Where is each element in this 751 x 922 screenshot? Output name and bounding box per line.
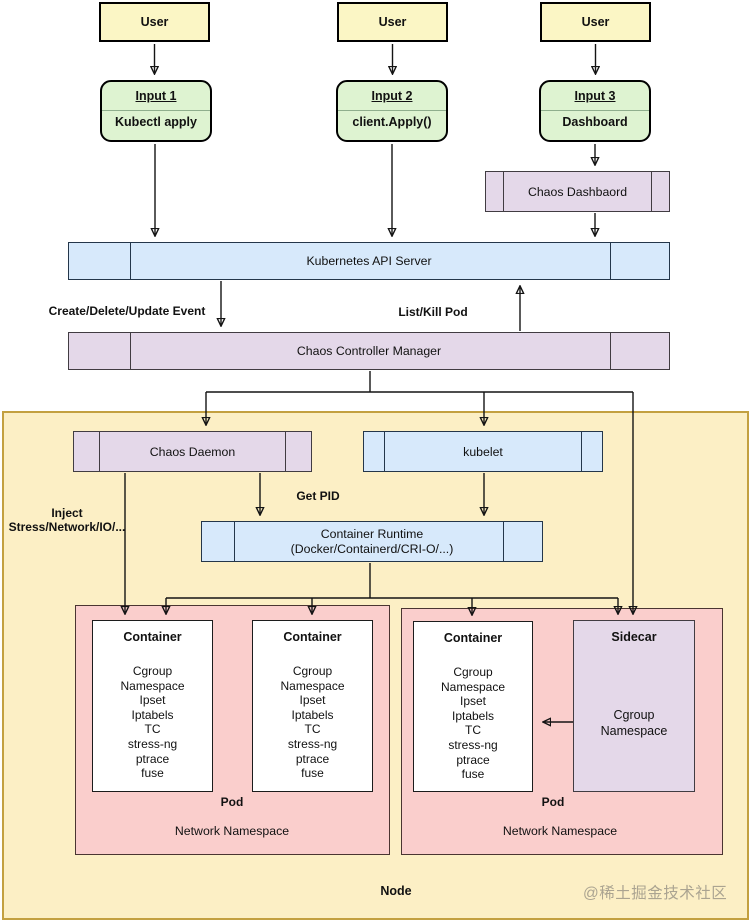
container-item: Cgroup <box>453 665 493 679</box>
watermark: @稀土掘金技术社区 <box>583 885 728 902</box>
pod1-network-namespace-label: Network Namespace <box>174 824 290 838</box>
container-item: fuse <box>141 766 164 781</box>
inject-label-line1: Inject <box>51 506 83 520</box>
container-item: ptrace <box>295 751 330 766</box>
input-title: Input 3 <box>574 89 616 103</box>
bar-divider <box>650 172 652 211</box>
container-item: Cgroup <box>132 664 173 678</box>
node-label: Node <box>380 884 412 898</box>
container-item: TC <box>304 722 321 737</box>
sidecar-items: Cgroup Namespace <box>574 708 694 739</box>
container-item: Iptabels <box>291 707 334 722</box>
bar-divider <box>384 432 386 471</box>
input-box-1: Input 1 Kubectl apply <box>100 80 212 142</box>
container-title: Container <box>123 630 182 644</box>
input-method: Kubectl apply <box>115 115 197 129</box>
bar-divider <box>130 243 132 279</box>
container-item: ptrace <box>456 752 490 767</box>
bar-divider <box>503 172 505 211</box>
container-item: fuse <box>301 766 324 781</box>
container-item: stress-ng <box>127 736 178 751</box>
api-server-label: Kubernetes API Server <box>306 254 432 268</box>
container-items: Cgroup Namespace Ipset Iptabels TC stres… <box>93 664 212 781</box>
input-divider <box>541 110 649 111</box>
container-box-2: Container Cgroup Namespace Ipset Iptabel… <box>252 620 373 792</box>
controller-manager-bar: Chaos Controller Manager <box>68 332 670 370</box>
pod2-label: Pod <box>541 795 565 809</box>
container-item: TC <box>144 722 161 737</box>
kubelet-bar: kubelet <box>363 431 603 472</box>
user-box-1: User <box>99 2 210 42</box>
container-box-3: Container Cgroup Namespace Ipset Iptabel… <box>413 621 533 792</box>
create-delete-update-label: Create/Delete/Update Event <box>48 304 206 318</box>
kubelet-label: kubelet <box>463 444 503 459</box>
controller-manager-label: Chaos Controller Manager <box>296 344 442 358</box>
container-item: fuse <box>461 767 485 782</box>
pod1-label: Pod <box>220 795 244 809</box>
chaos-dashboard-bar: Chaos Dashbaord <box>485 171 670 212</box>
bar-divider <box>234 522 236 561</box>
container-item: Namespace <box>120 678 185 693</box>
get-pid-label: Get PID <box>296 489 340 503</box>
chaos-daemon-label: Chaos Daemon <box>149 444 236 459</box>
input-divider <box>338 110 446 111</box>
container-title: Container <box>443 631 503 645</box>
pod2-network-namespace-label: Network Namespace <box>502 824 618 838</box>
user-box-2: User <box>337 2 448 42</box>
container-items: Cgroup Namespace Ipset Iptabels TC stres… <box>253 664 372 781</box>
container-item: Ipset <box>139 693 166 708</box>
input-method: Dashboard <box>562 115 628 129</box>
container-item: Ipset <box>459 694 486 709</box>
container-item: TC <box>465 723 481 738</box>
inject-label-line2: Stress/Network/IO/... <box>8 520 126 534</box>
container-title: Container <box>283 630 342 644</box>
user-box-3: User <box>540 2 651 42</box>
bar-divider <box>580 432 582 471</box>
chaos-daemon-bar: Chaos Daemon <box>73 431 312 472</box>
user-label: User <box>140 15 169 29</box>
container-box-1: Container Cgroup Namespace Ipset Iptabel… <box>92 620 213 792</box>
sidecar-item: Namespace <box>600 723 668 738</box>
list-kill-pod-label: List/Kill Pod <box>398 305 468 319</box>
input-title: Input 2 <box>371 89 413 103</box>
container-item: stress-ng <box>448 737 498 752</box>
bar-divider <box>130 333 132 369</box>
input-box-2: Input 2 client.Apply() <box>336 80 448 142</box>
bar-divider <box>609 333 611 369</box>
input-method: client.Apply() <box>352 115 432 129</box>
container-item: Iptabels <box>451 708 495 723</box>
container-runtime-bar: Container Runtime (Docker/Containerd/CRI… <box>201 521 543 562</box>
container-item: Namespace <box>280 678 345 693</box>
input-box-3: Input 3 Dashboard <box>539 80 651 142</box>
inject-label: Inject Stress/Network/IO/... <box>0 506 134 534</box>
container-item: Cgroup <box>292 664 333 678</box>
bar-divider <box>502 522 504 561</box>
chaos-dashboard-label: Chaos Dashbaord <box>527 184 628 199</box>
container-runtime-line2: (Docker/Containerd/CRI-O/...) <box>290 541 454 556</box>
sidecar-box: Sidecar Cgroup Namespace <box>573 620 695 792</box>
container-item: Iptabels <box>131 707 174 722</box>
sidecar-item: Cgroup <box>613 708 655 722</box>
container-item: stress-ng <box>287 736 338 751</box>
container-item: Namespace <box>440 679 506 694</box>
api-server-bar: Kubernetes API Server <box>68 242 670 280</box>
input-title: Input 1 <box>135 89 177 103</box>
user-label: User <box>378 15 407 29</box>
container-item: ptrace <box>135 751 170 766</box>
bar-divider <box>284 432 286 471</box>
input-divider <box>102 110 210 111</box>
user-label: User <box>581 15 610 29</box>
container-item: Ipset <box>299 693 326 708</box>
container-items: Cgroup Namespace Ipset Iptabels TC stres… <box>414 665 532 782</box>
bar-divider <box>99 432 101 471</box>
bar-divider <box>609 243 611 279</box>
container-runtime-label: Container Runtime (Docker/Containerd/CRI… <box>291 527 454 557</box>
container-runtime-line1: Container Runtime <box>320 526 424 541</box>
sidecar-title: Sidecar <box>611 630 657 644</box>
